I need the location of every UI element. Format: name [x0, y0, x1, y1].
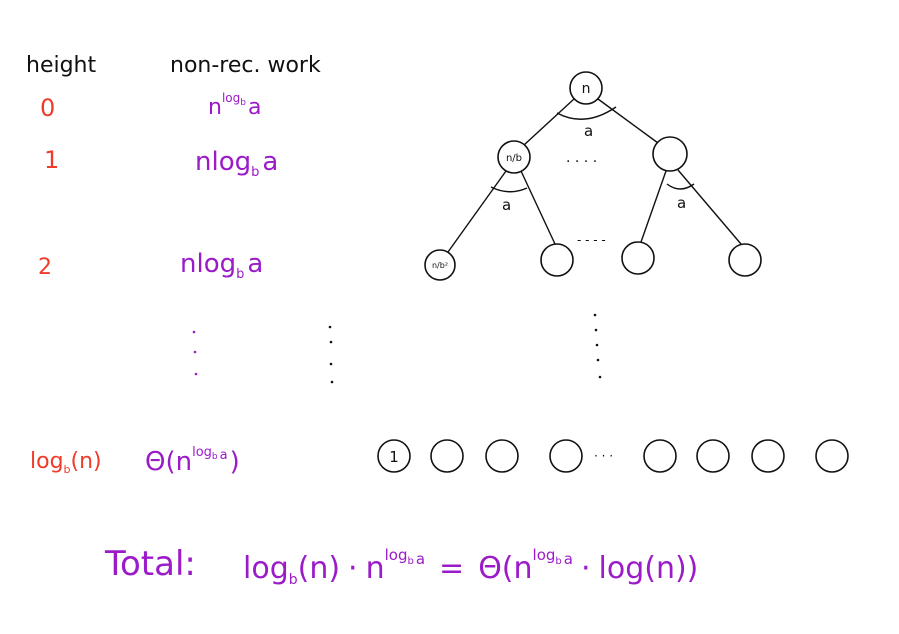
leaf-node: [643, 439, 677, 473]
vertical-ellipsis-work: [192, 330, 198, 376]
leaf-node-labeled: 1: [377, 439, 411, 473]
leaf-node: [430, 439, 464, 473]
leaf-node: [696, 439, 730, 473]
vertical-ellipsis-middle: [328, 325, 334, 384]
tree-node: [621, 241, 655, 275]
level-0-height: 0: [40, 94, 55, 122]
ellipsis: - - - -: [577, 233, 606, 247]
branch-arc: [490, 186, 528, 193]
tree-node: [728, 243, 762, 277]
leaf-node: [815, 439, 849, 473]
level-2-height: 2: [38, 255, 52, 280]
leaf-node: [549, 439, 583, 473]
level-0-work: nlogba: [208, 91, 261, 120]
leaf-node: [751, 439, 785, 473]
tree-node-root: n: [569, 71, 603, 105]
svg-text:n/b: n/b: [506, 153, 522, 164]
last-level-height: logb(n): [30, 449, 102, 476]
svg-text:n: n: [582, 81, 591, 97]
tree-node-child: n/b: [497, 140, 531, 174]
tree-node-grandchild: n/b²: [424, 249, 456, 281]
leaf-node: [485, 439, 519, 473]
vertical-ellipsis-tree: [593, 313, 602, 379]
ellipsis: · · · ·: [566, 154, 597, 170]
branch-arc: [556, 106, 617, 120]
tree-node: [652, 136, 688, 172]
branch-label: a: [584, 122, 593, 140]
total-label: Total:: [104, 544, 196, 584]
svg-text:1: 1: [389, 448, 399, 466]
branch-arc: [666, 183, 695, 190]
work-header: non-rec. work: [170, 53, 321, 78]
branch-label: a: [502, 196, 511, 214]
height-header: height: [26, 53, 96, 78]
tree-node: [540, 243, 574, 277]
ellipsis: · · ·: [594, 449, 613, 463]
svg-text:n/b²: n/b²: [432, 261, 448, 270]
branch-label: a: [677, 194, 686, 212]
tree-edges: [447, 98, 742, 253]
level-1-height: 1: [44, 146, 59, 174]
